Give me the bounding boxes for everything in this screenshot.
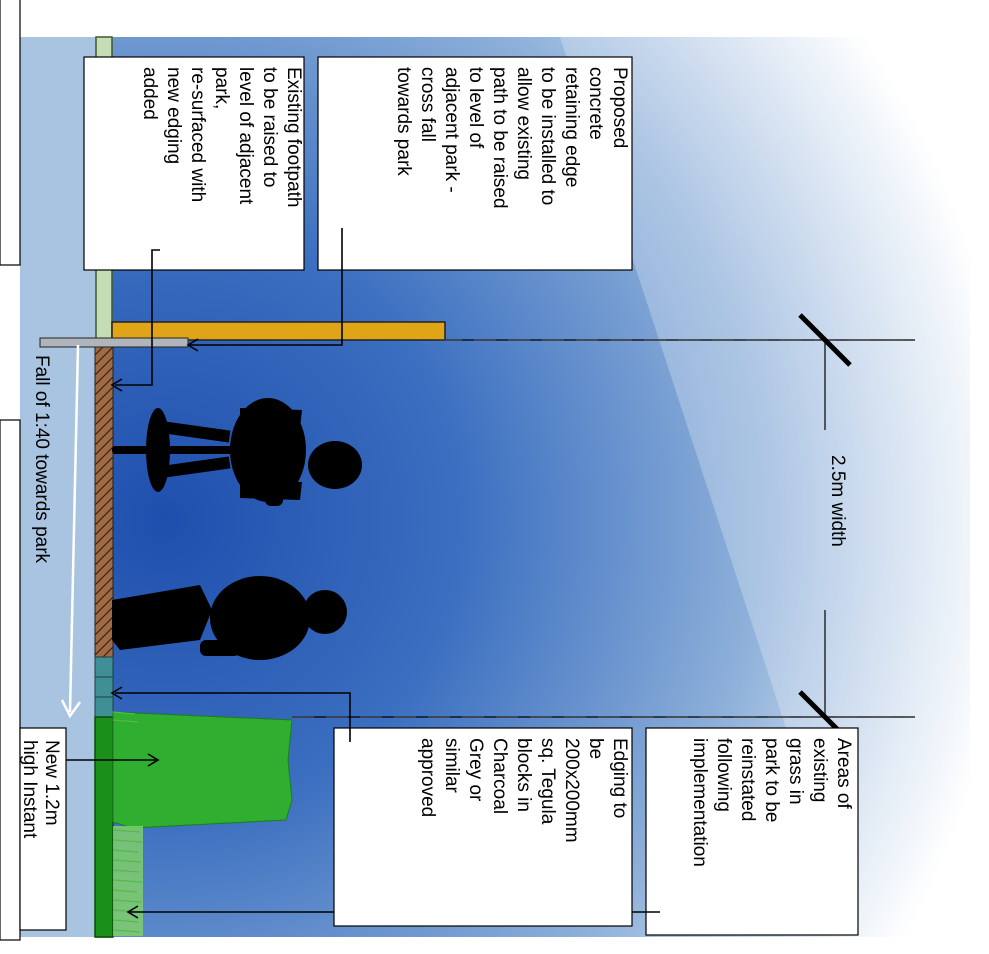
park-ground xyxy=(94,716,114,938)
svg-text:towards park: towards park xyxy=(393,67,414,176)
svg-text:new edging: new edging xyxy=(163,67,184,164)
svg-text:New 1.2m: New 1.2m xyxy=(41,740,62,826)
grass-arrowhead xyxy=(126,905,139,919)
svg-text:similar: similar xyxy=(441,738,462,794)
raised-footpath-surface xyxy=(94,344,114,658)
svg-text:added: added xyxy=(139,67,160,120)
svg-text:concrete: concrete xyxy=(585,67,606,140)
svg-text:Proposed: Proposed xyxy=(609,67,630,148)
edging-leader xyxy=(115,692,351,742)
svg-text:high Instant: high Instant xyxy=(19,740,40,839)
tegula-edging-blocks xyxy=(94,656,114,718)
fall-arrow xyxy=(60,344,82,719)
footpath-arrowhead xyxy=(110,378,123,392)
pedestrian-silhouette xyxy=(112,576,347,660)
svg-text:to be raised to: to be raised to xyxy=(259,67,280,187)
svg-text:200x200mm: 200x200mm xyxy=(561,738,582,843)
svg-text:level of adjacent: level of adjacent xyxy=(235,67,256,205)
left-top-box xyxy=(0,0,21,266)
instant-hedge xyxy=(112,711,293,829)
svg-text:grass in: grass in xyxy=(785,738,806,805)
svg-text:adjacent park -: adjacent park - xyxy=(441,67,462,193)
svg-text:be: be xyxy=(585,738,606,759)
svg-text:park,: park, xyxy=(211,67,232,109)
svg-text:allow existing: allow existing xyxy=(513,67,534,180)
svg-text:following: following xyxy=(713,738,734,812)
svg-text:path to be raised: path to be raised xyxy=(489,67,510,209)
svg-text:to be installed to: to be installed to xyxy=(537,67,558,205)
svg-text:Existing footpath: Existing footpath xyxy=(283,67,304,207)
retaining-edge-leader xyxy=(190,228,343,346)
svg-text:re-surfaced with: re-surfaced with xyxy=(187,67,208,202)
svg-text:to level of: to level of xyxy=(465,67,486,149)
edging-arrowhead xyxy=(110,686,123,700)
svg-text:Charcoal: Charcoal xyxy=(489,738,510,814)
retaining-edge-arrowhead xyxy=(186,338,199,352)
left-bottom-box xyxy=(0,419,21,941)
svg-text:approved: approved xyxy=(417,738,438,817)
svg-text:blocks in: blocks in xyxy=(513,738,534,812)
svg-text:retaining edge: retaining edge xyxy=(561,67,582,187)
svg-text:reinstated: reinstated xyxy=(737,738,758,821)
footpath-note: Existing footpath to be raised to level … xyxy=(83,56,305,271)
svg-text:Areas of: Areas of xyxy=(833,738,854,809)
svg-text:sq. Tegula: sq. Tegula xyxy=(537,738,558,825)
grass-note: Areas of existing grass in park to be re… xyxy=(645,727,859,936)
width-label: 2.5m width xyxy=(827,455,848,547)
footpath-leader xyxy=(115,249,160,386)
hedge-note: New 1.2m high Instant xyxy=(19,727,67,931)
fall-label: Fall of 1:40 towards park xyxy=(31,355,52,564)
svg-text:park to be: park to be xyxy=(761,738,782,823)
svg-text:Edging to: Edging to xyxy=(609,738,630,818)
edging-note: Edging to be 200x200mm sq. Tegula blocks… xyxy=(333,727,633,927)
svg-text:cross fall: cross fall xyxy=(417,67,438,142)
sky-fade xyxy=(560,37,989,954)
hedge-arrowhead xyxy=(147,753,160,767)
retaining-edge-footing xyxy=(39,337,189,348)
concrete-retaining-edge xyxy=(111,321,446,341)
svg-text:implementation: implementation xyxy=(689,738,710,867)
retaining-edge-note: Proposed concrete retaining edge to be i… xyxy=(317,56,633,271)
svg-text:existing: existing xyxy=(809,738,830,802)
cyclist-silhouette xyxy=(112,398,362,506)
svg-text:Grey or: Grey or xyxy=(465,738,486,802)
